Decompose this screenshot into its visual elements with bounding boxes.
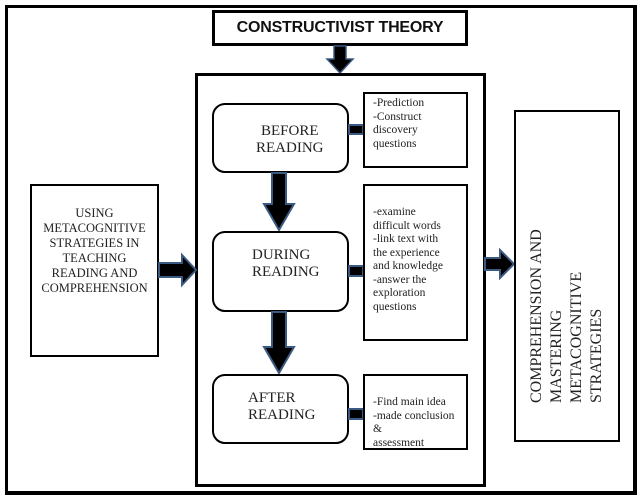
during-to-after-arrow-icon — [262, 311, 296, 376]
before-reading-notes: -Prediction -Construct discovery questio… — [363, 92, 468, 168]
output-line: STRATEGIES — [588, 308, 605, 403]
stage-after-reading: AFTER READING — [212, 374, 349, 444]
comprehension-outcome-box: COMPREHENSION AND MASTERING METACOGNITIV… — [514, 110, 620, 442]
stage-during-reading: DURING READING — [212, 231, 349, 312]
input-line: COMPREHENSION — [41, 281, 148, 295]
before-to-during-arrow-icon — [262, 172, 296, 233]
stage-title-line: DURING — [252, 247, 311, 263]
before-connector — [348, 124, 364, 135]
stage-before-reading: BEFORE READING — [212, 103, 349, 173]
after-reading-notes: -Find main idea -made conclusion & asses… — [363, 374, 468, 450]
output-line: MASTERING — [548, 309, 565, 403]
metacognitive-strategies-box: USING METACOGNITIVE STRATEGIES IN TEACHI… — [30, 184, 159, 357]
during-reading-notes: -examine difficult words -link text with… — [363, 184, 468, 341]
stage-title-line: AFTER — [248, 390, 296, 406]
output-line: METACOGNITIVE — [568, 271, 585, 403]
stage-title-line: READING — [248, 407, 316, 423]
after-connector — [348, 408, 364, 420]
stages-to-output-arrow-icon — [484, 247, 516, 281]
input-line: USING — [75, 206, 114, 220]
output-line: COMPREHENSION AND — [528, 229, 545, 403]
outcome-text: COMPREHENSION AND MASTERING METACOGNITIV… — [527, 121, 607, 431]
reading-stages-frame — [195, 73, 486, 487]
input-line: TEACHING — [62, 251, 127, 265]
constructivist-theory-label: CONSTRUCTIVIST THEORY — [236, 19, 444, 36]
theory-down-arrow-icon — [325, 45, 355, 75]
stage-title-line: BEFORE — [261, 123, 319, 139]
input-to-stages-arrow-icon — [158, 252, 198, 288]
stage-title-line: READING — [256, 140, 324, 156]
during-connector — [348, 265, 364, 277]
input-line: READING AND — [51, 266, 138, 280]
input-line: METACOGNITIVE — [43, 221, 146, 235]
input-line: STRATEGIES IN — [49, 236, 140, 250]
constructivist-theory-box: CONSTRUCTIVIST THEORY — [212, 10, 468, 46]
stage-title-line: READING — [252, 264, 320, 280]
